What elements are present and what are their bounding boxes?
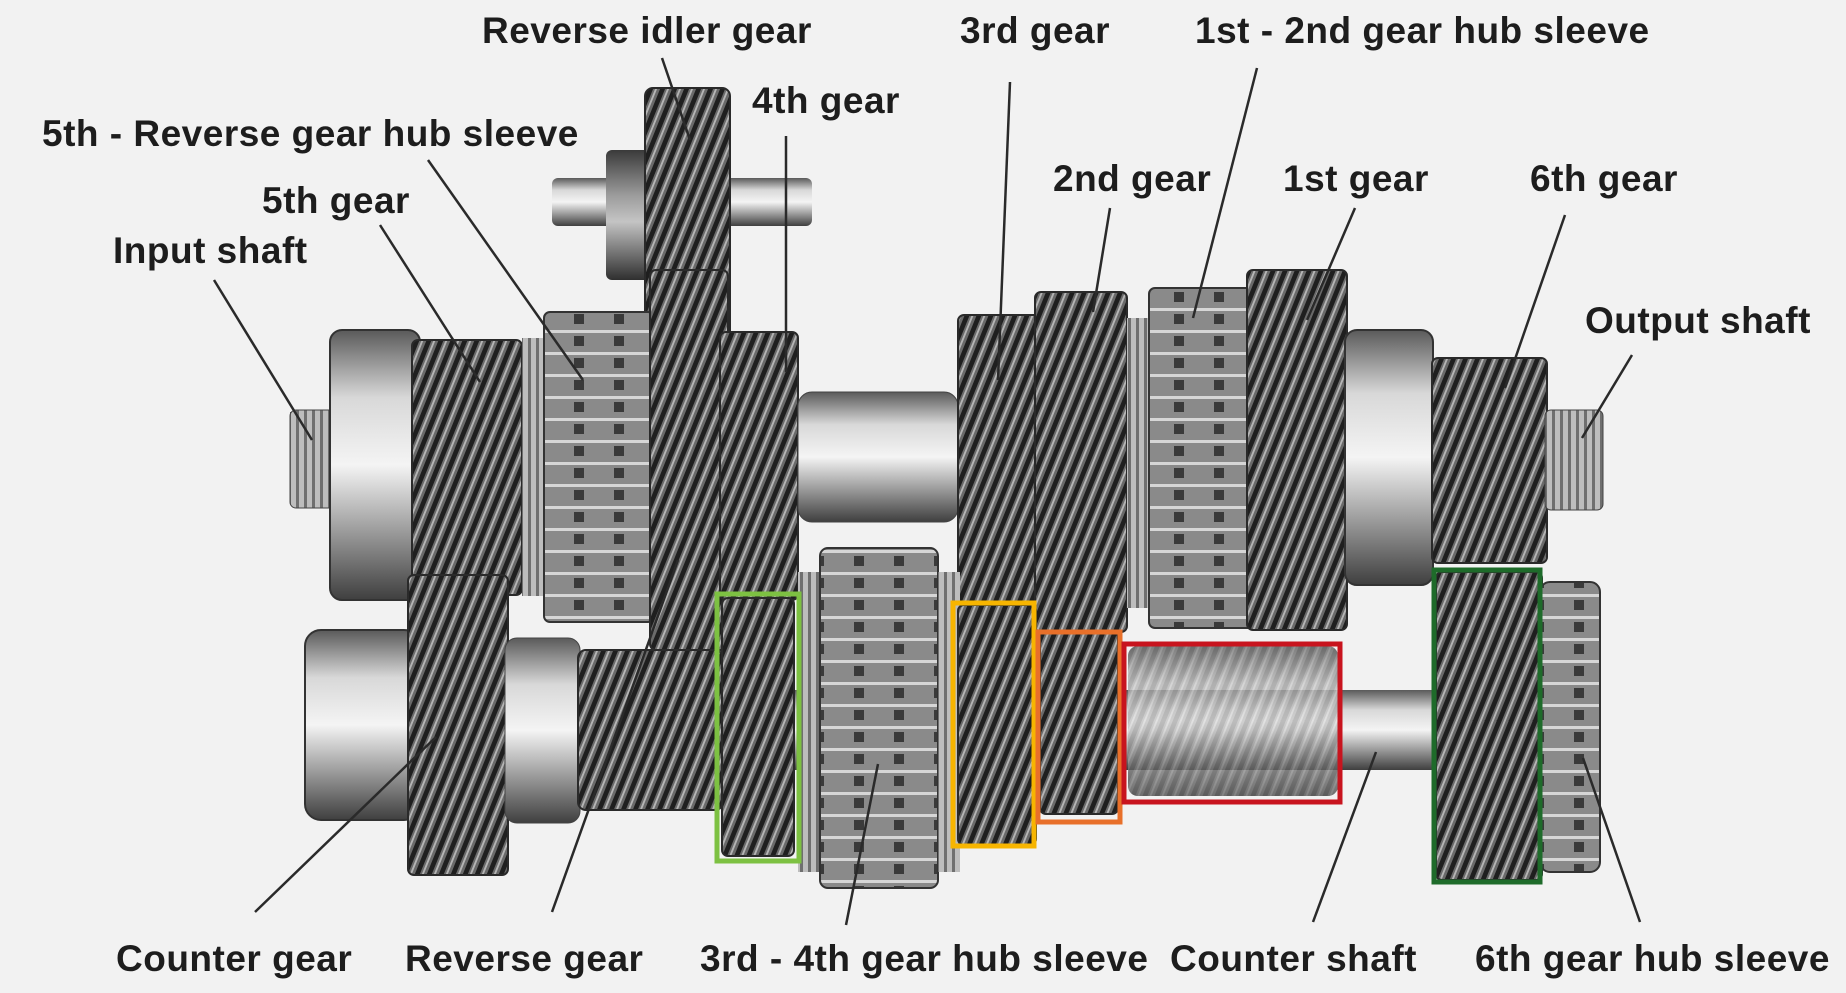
leader-1st-2nd-hub: [1191, 67, 1259, 319]
label-output-shaft: Output shaft: [1585, 300, 1811, 341]
leader-6th-gear: [1503, 214, 1567, 389]
leader-output-shaft: [1580, 354, 1634, 439]
highlight-box-light-green: [714, 591, 802, 864]
leader-reverse-idler: [660, 57, 692, 141]
leader-5th-rev-hub: [426, 159, 585, 381]
label-1st-2nd-hub-sleeve: 1st - 2nd gear hub sleeve: [1195, 10, 1650, 51]
highlight-boxes: [714, 567, 1543, 885]
label-input-shaft: Input shaft: [113, 230, 308, 271]
leader-5th-gear: [378, 224, 482, 383]
label-reverse-gear: Reverse gear: [405, 938, 644, 979]
leader-input-shaft: [212, 279, 314, 441]
leader-lines: [212, 57, 1642, 926]
leader-3rd-gear: [996, 81, 1012, 381]
leader-reverse-gear: [550, 559, 680, 913]
highlight-box-yellow: [950, 600, 1037, 849]
counter-shaft-assembly: [304, 547, 1601, 889]
label-5th-reverse-hub-sleeve: 5th - Reverse gear hub sleeve: [42, 113, 579, 154]
highlight-box-dark-green: [1431, 567, 1543, 885]
label-3rd-4th-hub-sleeve: 3rd - 4th gear hub sleeve: [700, 938, 1149, 979]
highlight-box-red: [1121, 641, 1343, 805]
leader-1st-gear: [1305, 207, 1357, 321]
highlight-box-orange: [1035, 629, 1123, 825]
label-6th-hub-sleeve: 6th gear hub sleeve: [1475, 938, 1830, 979]
leader-6th-hub: [1581, 757, 1642, 923]
label-reverse-idler-gear: Reverse idler gear: [482, 10, 812, 51]
leader-3rd-4th-hub: [844, 763, 880, 926]
label-4th-gear: 4th gear: [752, 80, 900, 121]
label-counter-gear: Counter gear: [116, 938, 353, 979]
label-3rd-gear: 3rd gear: [960, 10, 1111, 51]
label-counter-shaft: Counter shaft: [1170, 938, 1417, 979]
label-2nd-gear: 2nd gear: [1053, 158, 1212, 199]
main-shaft-assembly: [289, 269, 1604, 651]
label-1st-gear: 1st gear: [1283, 158, 1429, 199]
label-6th-gear: 6th gear: [1530, 158, 1678, 199]
leader-counter-gear: [254, 736, 437, 913]
leader-2nd-gear: [1091, 207, 1112, 313]
label-5th-gear: 5th gear: [262, 180, 410, 221]
leader-counter-shaft: [1311, 751, 1378, 923]
